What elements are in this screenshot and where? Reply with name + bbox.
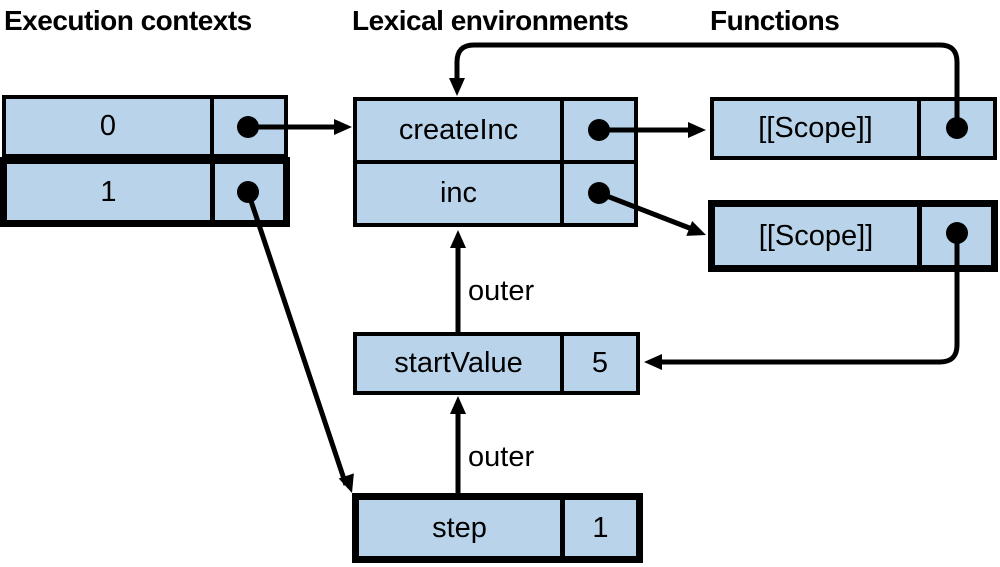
binding-startvalue-name: startValue bbox=[357, 336, 564, 391]
execution-context-row-1: 1 bbox=[0, 157, 290, 227]
function-createinc-pointer-cell bbox=[921, 101, 993, 156]
function-inc-scope-label: [[Scope]] bbox=[715, 207, 922, 265]
row-divider bbox=[357, 160, 634, 164]
execution-context-1-label: 1 bbox=[7, 164, 215, 220]
function-createinc-scope-label: [[Scope]] bbox=[714, 101, 921, 156]
execution-context-0-pointer-cell bbox=[214, 99, 284, 154]
startvalue-environment-box: startValue 5 bbox=[353, 332, 640, 395]
header-execution-contexts: Execution contexts bbox=[4, 5, 252, 36]
binding-row-createinc: createInc bbox=[357, 101, 634, 160]
arrowhead-scope-top-to-global-env bbox=[449, 78, 465, 96]
binding-step-value: 1 bbox=[592, 511, 609, 544]
execution-context-row-0: 0 bbox=[2, 95, 288, 158]
header-functions: Functions bbox=[710, 5, 840, 36]
arrowhead-outer-startvalue-to-global bbox=[450, 230, 466, 248]
outer-label-lower: outer bbox=[468, 441, 535, 473]
binding-inc-name: inc bbox=[357, 164, 564, 223]
arrowhead-inc-binding-to-function bbox=[686, 220, 706, 236]
binding-createinc-pointer-cell bbox=[564, 101, 634, 160]
binding-step-name: step bbox=[359, 500, 565, 556]
header-lexical-environments: Lexical environments bbox=[352, 5, 629, 36]
function-createinc-box: [[Scope]] bbox=[710, 97, 997, 160]
arrowhead-outer-step-to-startvalue bbox=[450, 396, 466, 414]
binding-row-inc: inc bbox=[357, 164, 634, 223]
arrowhead-createinc-binding-to-function bbox=[688, 122, 706, 138]
function-inc-pointer-cell bbox=[922, 207, 991, 265]
global-environment-box: createInc inc bbox=[353, 97, 638, 227]
function-inc-box: [[Scope]] bbox=[708, 200, 998, 272]
step-environment-box: step 1 bbox=[352, 493, 643, 563]
arrowhead-scope-bottom-to-startvalue-env bbox=[644, 354, 662, 370]
arrowhead-exec0-to-global-env bbox=[334, 119, 352, 135]
binding-inc-pointer-cell bbox=[564, 164, 634, 223]
outer-label-upper: outer bbox=[468, 275, 535, 307]
binding-createinc-name: createInc bbox=[357, 101, 564, 160]
execution-context-1-pointer-cell bbox=[215, 164, 283, 220]
execution-context-0-label: 0 bbox=[6, 99, 214, 154]
binding-startvalue-value: 5 bbox=[591, 347, 609, 379]
arrow-exec1-to-step-env bbox=[245, 191, 349, 486]
